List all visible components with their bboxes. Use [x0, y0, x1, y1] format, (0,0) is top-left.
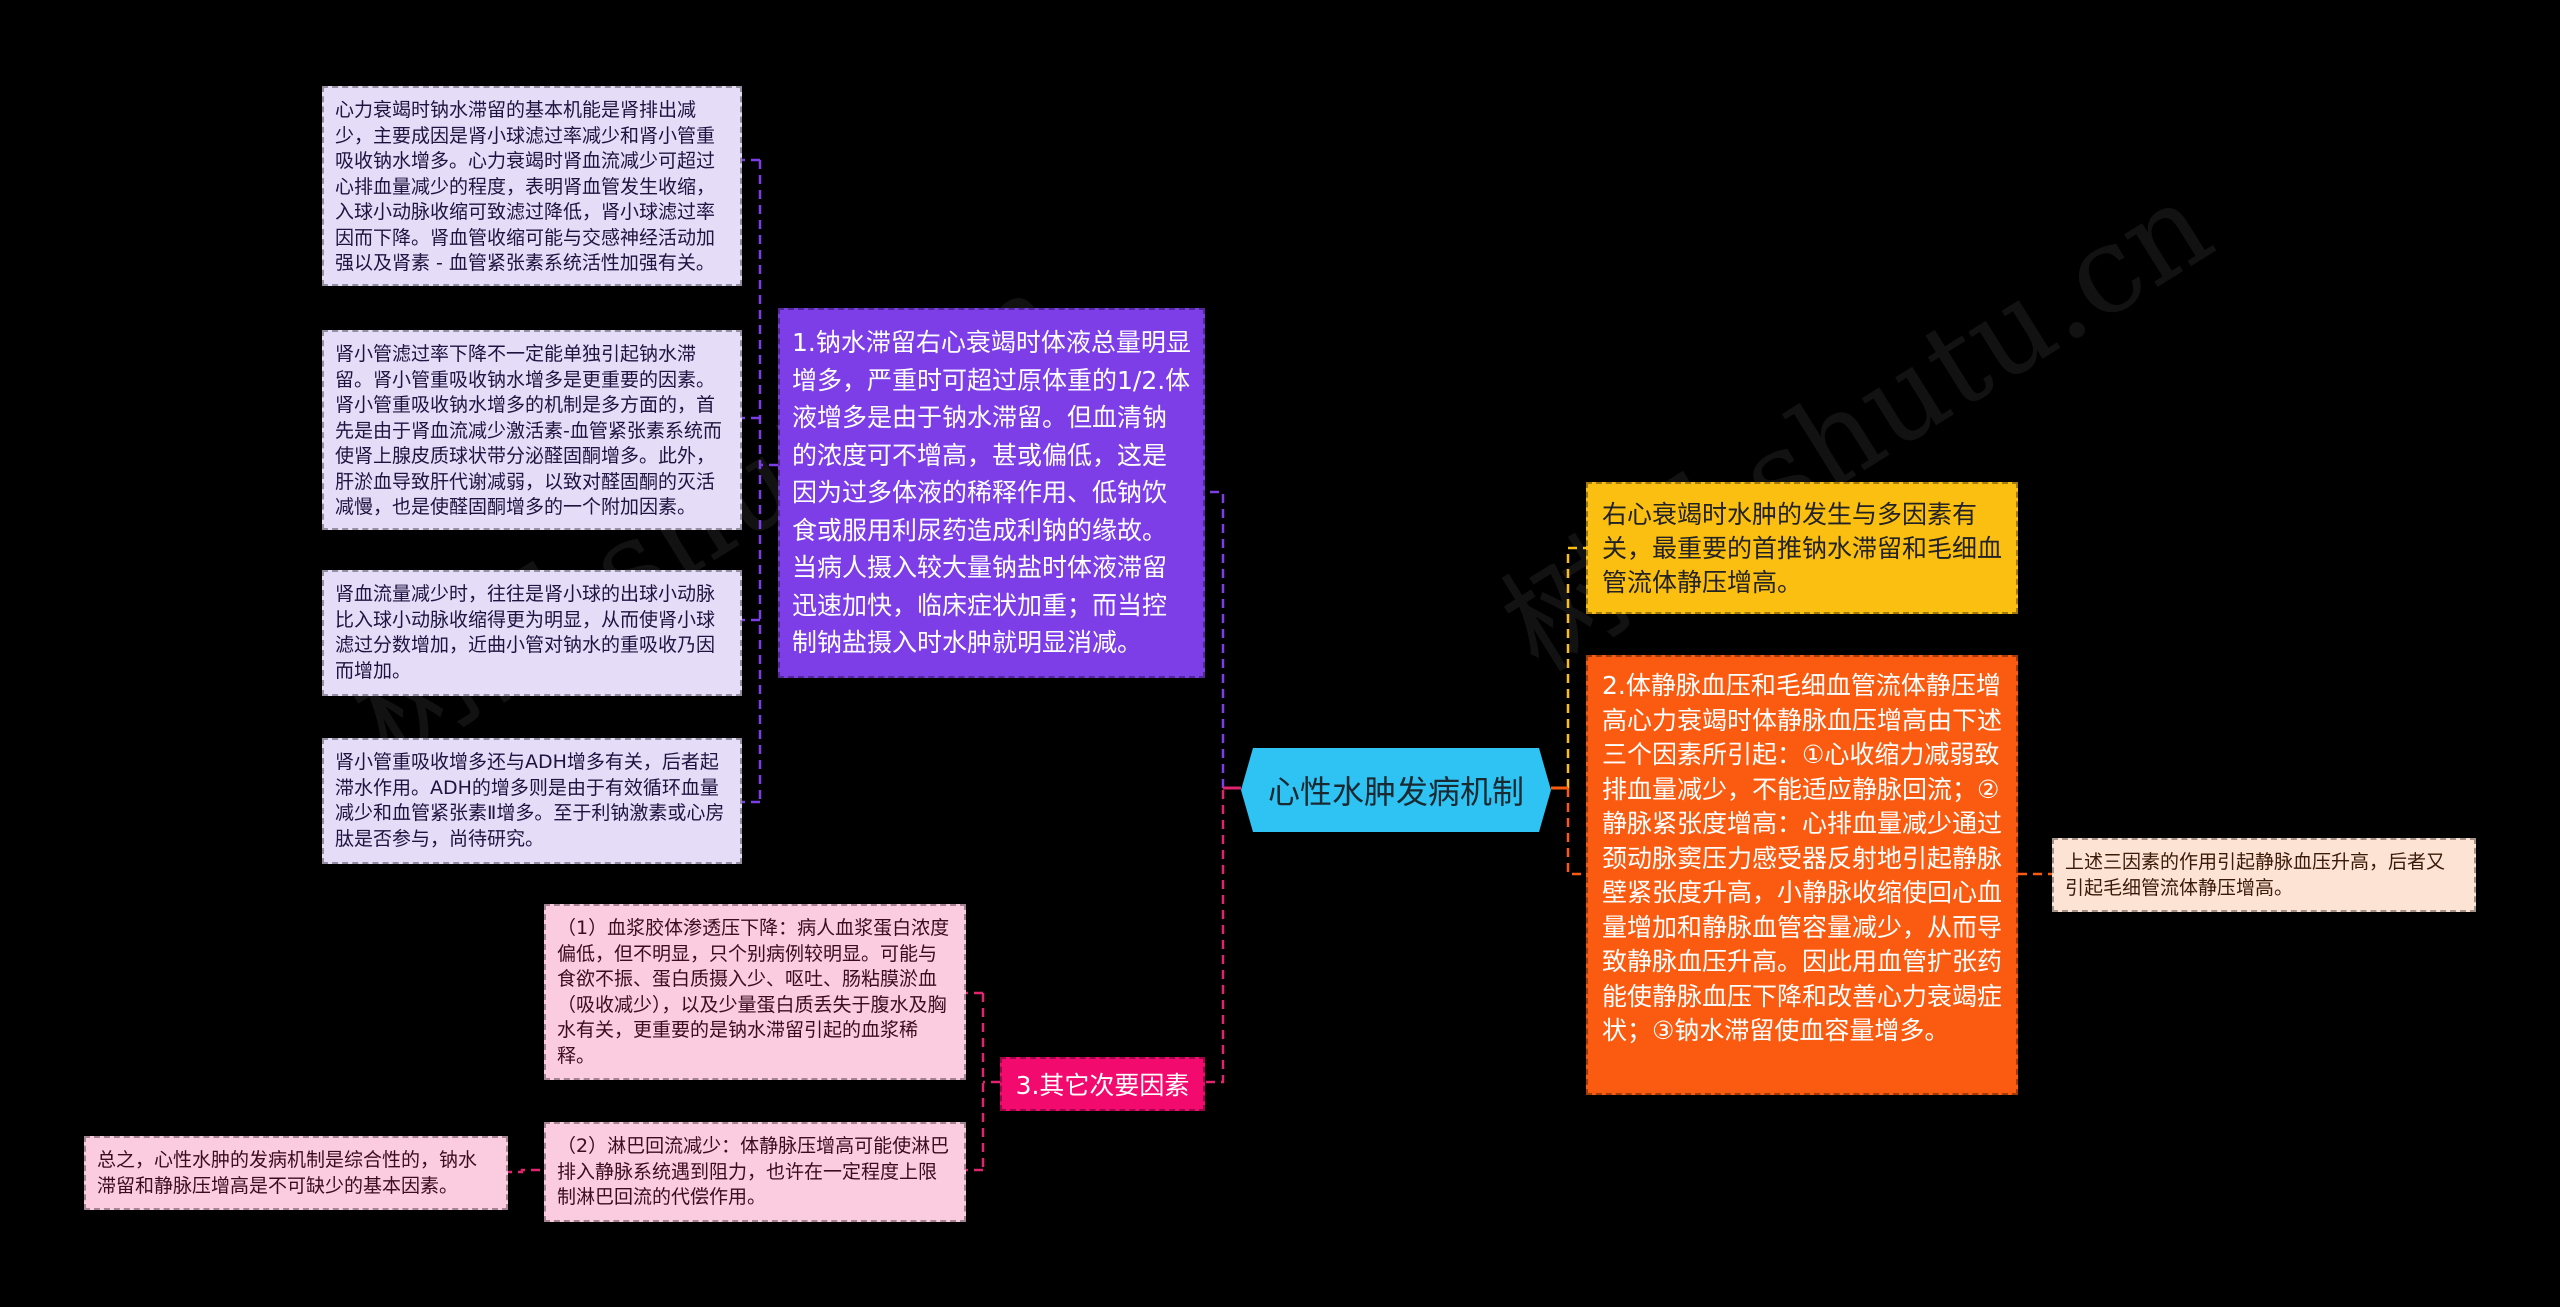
branch-secondary-factors[interactable]: 3.其它次要因素: [1000, 1057, 1205, 1111]
sodium-leaf-2-text: 肾小管滤过率下降不一定能单独引起钠水滞留。肾小管重吸收钠水增多是更重要的因素。肾…: [335, 343, 722, 518]
secondary-summary[interactable]: 总之，心性水肿的发病机制是综合性的，钠水滞留和静脉压增高是不可缺少的基本因素。: [84, 1136, 508, 1210]
sodium-leaf-1-text: 心力衰竭时钠水滞留的基本机能是肾排出减少，主要成因是肾小球滤过率减少和肾小管重吸…: [335, 99, 716, 274]
secondary-leaf-1[interactable]: （1）血浆胶体渗透压下降：病人血浆蛋白浓度偏低，但不明显，只个别病例较明显。可能…: [544, 904, 966, 1080]
root-topic-label: 心性水肿发病机制: [1267, 773, 1524, 811]
root-topic[interactable]: 心性水肿发病机制: [1241, 748, 1551, 832]
branch-secondary-factors-label: 3.其它次要因素: [1015, 1071, 1190, 1100]
sodium-leaf-4[interactable]: 肾小管重吸收增多还与ADH增多有关，后者起滞水作用。ADH的增多则是由于有效循环…: [322, 738, 742, 864]
secondary-summary-text: 总之，心性水肿的发病机制是综合性的，钠水滞留和静脉压增高是不可缺少的基本因素。: [97, 1149, 478, 1197]
branch-sodium-retention[interactable]: 1.钠水滞留右心衰竭时体液总量明显增多，严重时可超过原体重的1/2.体液增多是由…: [778, 308, 1205, 678]
sodium-leaf-3-text: 肾血流量减少时，往往是肾小球的出球小动脉比入球小动脉收缩得更为明显，从而使肾小球…: [335, 583, 716, 682]
secondary-leaf-1-text: （1）血浆胶体渗透压下降：病人血浆蛋白浓度偏低，但不明显，只个别病例较明显。可能…: [557, 917, 950, 1067]
sodium-leaf-3[interactable]: 肾血流量减少时，往往是肾小球的出球小动脉比入球小动脉收缩得更为明显，从而使肾小球…: [322, 570, 742, 696]
sodium-leaf-4-text: 肾小管重吸收增多还与ADH增多有关，后者起滞水作用。ADH的增多则是由于有效循环…: [335, 751, 725, 850]
branch-intro-label: 右心衰竭时水肿的发生与多因素有关，最重要的首推钠水滞留和毛细血管流体静压增高。: [1602, 500, 2003, 597]
venous-leaf-text: 上述三因素的作用引起静脉血压升高，后者又引起毛细管流体静压增高。: [2065, 851, 2446, 899]
secondary-leaf-2-text: （2）淋巴回流减少：体静脉压增高可能使淋巴排入静脉系统遇到阻力，也许在一定程度上…: [557, 1135, 950, 1208]
branch-venous-pressure-label: 2.体静脉血压和毛细血管流体静压增高心力衰竭时体静脉血压增高由下述三个因素所引起…: [1602, 671, 2003, 1045]
secondary-leaf-2[interactable]: （2）淋巴回流减少：体静脉压增高可能使淋巴排入静脉系统遇到阻力，也许在一定程度上…: [544, 1122, 966, 1222]
sodium-leaf-2[interactable]: 肾小管滤过率下降不一定能单独引起钠水滞留。肾小管重吸收钠水增多是更重要的因素。肾…: [322, 330, 742, 530]
sodium-leaf-1[interactable]: 心力衰竭时钠水滞留的基本机能是肾排出减少，主要成因是肾小球滤过率减少和肾小管重吸…: [322, 86, 742, 286]
branch-intro[interactable]: 右心衰竭时水肿的发生与多因素有关，最重要的首推钠水滞留和毛细血管流体静压增高。: [1586, 482, 2018, 614]
branch-venous-pressure[interactable]: 2.体静脉血压和毛细血管流体静压增高心力衰竭时体静脉血压增高由下述三个因素所引起…: [1586, 655, 2018, 1095]
branch-sodium-retention-label: 1.钠水滞留右心衰竭时体液总量明显增多，严重时可超过原体重的1/2.体液增多是由…: [792, 328, 1191, 657]
venous-leaf[interactable]: 上述三因素的作用引起静脉血压升高，后者又引起毛细管流体静压增高。: [2052, 838, 2476, 912]
